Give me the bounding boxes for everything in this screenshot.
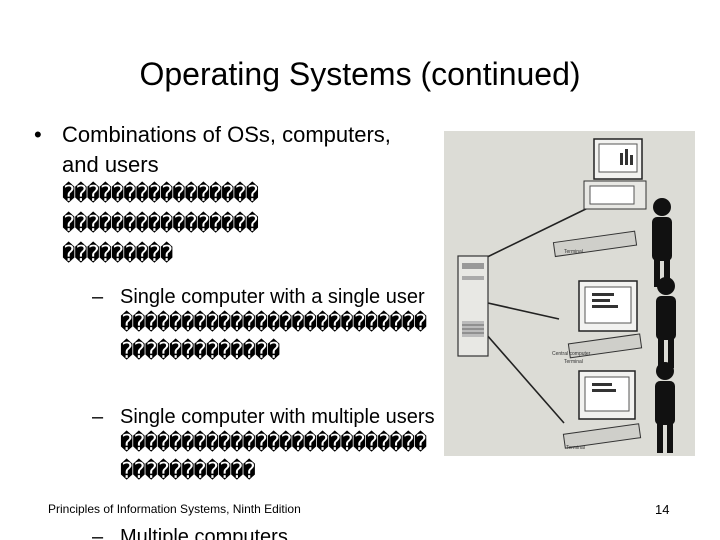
garbled-text-line: ���������: [62, 242, 173, 267]
subbullet-text: Single computer with a single user: [120, 286, 425, 308]
subbullet-single-user: – Single computer with a single user ���…: [92, 284, 452, 366]
subbullet-multiple-computers: – Multiple computers: [92, 524, 452, 540]
terminal-label: Terminal: [564, 359, 583, 365]
page-number: 14: [655, 502, 670, 517]
user-figure-icon: [656, 277, 676, 368]
garbled-text-line: �����������: [120, 459, 256, 484]
subbullet-text: Single computer with multiple users: [120, 406, 435, 428]
terminal-label: Terminal: [564, 249, 583, 255]
garbled-text-line: ����������������: [62, 212, 259, 237]
dash-marker: –: [92, 286, 104, 308]
subbullet-multiple-users: – Single computer with multiple users ��…: [92, 404, 452, 486]
user-figure-icon: [652, 198, 672, 287]
bullet-text: Combinations of OSs, computers, and user…: [62, 122, 391, 177]
bullet-marker: •: [34, 122, 42, 147]
terminal-icon: [567, 280, 643, 359]
multiuser-illustration: Terminal Central computer Terminal Termi…: [444, 131, 695, 456]
garbled-text-line: �������������������������: [120, 311, 427, 336]
bullet-combinations: • Combinations of OSs, computers, and us…: [34, 120, 432, 270]
central-computer-icon: [457, 255, 489, 357]
terminal-icon: [552, 138, 647, 258]
user-figure-icon: [655, 362, 675, 453]
connection-lines: [478, 205, 593, 424]
subbullet-text: Multiple computers: [120, 526, 288, 540]
garbled-text-line: �������������������������: [120, 431, 427, 456]
garbled-text-line: ����������������: [62, 182, 259, 207]
dash-marker: –: [92, 526, 104, 540]
central-computer-label: Central computer: [552, 351, 591, 357]
terminal-icon: [562, 370, 642, 449]
dash-marker: –: [92, 406, 104, 428]
garbled-text-line: �������������: [120, 339, 280, 364]
slide-footer: Principles of Information Systems, Ninth…: [48, 502, 301, 516]
slide-title: Operating Systems (continued): [139, 56, 581, 92]
terminal-label: Terminal: [566, 445, 585, 451]
